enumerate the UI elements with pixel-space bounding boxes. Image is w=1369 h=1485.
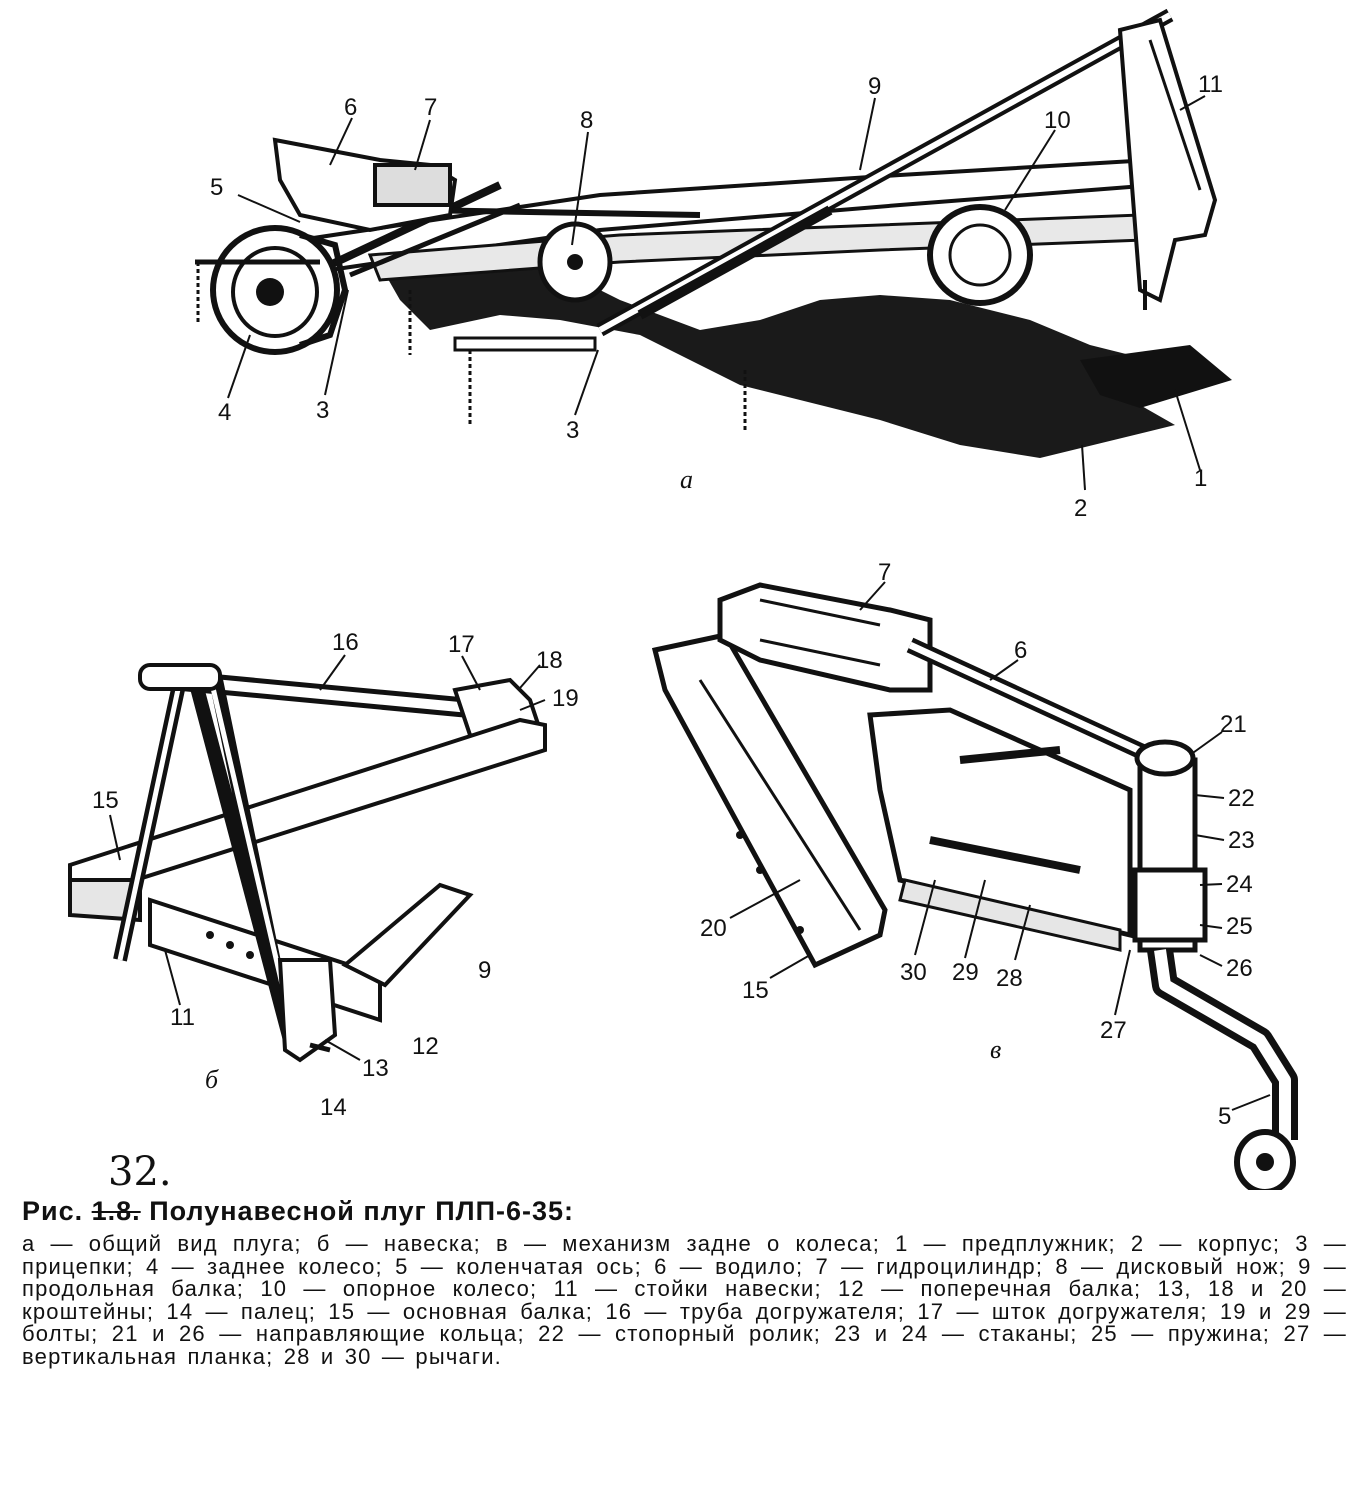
callout-a-10: 10 [1044,107,1071,134]
callout-c-28: 28 [996,965,1023,992]
callout-c-26: 26 [1226,955,1253,982]
callout-a-2: 2 [1074,495,1087,522]
callout-a-7: 7 [424,94,437,121]
callout-a-4: 4 [218,399,231,426]
callout-c-7: 7 [878,559,891,586]
carrier-assembly [272,137,458,233]
callout-b-12: 12 [412,1033,439,1060]
caption-prefix: Рис. [22,1196,84,1226]
callout-a-8: 8 [580,107,593,134]
plow-body-1 [1080,345,1232,408]
callout-a-6: 6 [344,94,357,121]
view-b-letter: б [205,1065,219,1094]
view-c-rear-wheel-mechanism: 7 6 21 22 23 24 25 26 20 15 30 29 28 27 … [651,559,1298,1190]
view-a-general-view: 6 7 8 9 10 11 5 4 3 3 2 1 а [195,8,1232,522]
callout-b-9: 9 [478,957,491,984]
callout-b-18: 18 [536,647,563,674]
plow-figure: 6 7 8 9 10 11 5 4 3 3 2 1 а [68,8,1298,1190]
diagonal-bar [637,205,833,320]
callout-b-11: 11 [170,1004,195,1031]
caption-struck-number: 1.8. [91,1196,141,1226]
callout-a-11: 11 [1198,71,1223,98]
callout-c-27: 27 [1100,1017,1127,1044]
caption-title-line: Рис. 1.8. Полунавесной плуг ПЛП-6-35: [22,1196,1347,1227]
handwritten-number: 32. [108,1149,172,1190]
main-beam-front [68,878,142,923]
callout-c-6: 6 [1014,637,1027,664]
callout-a-3-right: 3 [566,417,579,444]
caption-body: а — общий вид плуга; б — навеска; в — ме… [22,1231,1347,1369]
view-a-letter: а [680,465,693,494]
support-wheel [927,204,1033,306]
callout-a-9: 9 [868,73,881,100]
callout-b-16: 16 [332,629,359,656]
callout-b-19: 19 [552,685,579,712]
callout-a-3-left: 3 [316,397,329,424]
callout-b-15: 15 [92,787,119,814]
callout-c-5: 5 [1218,1103,1231,1130]
callout-c-21: 21 [1220,711,1247,738]
callout-c-20: 20 [700,915,727,942]
callout-c-30: 30 [900,959,927,986]
callout-c-29: 29 [952,959,979,986]
callout-a-1: 1 [1194,465,1207,492]
callout-c-15: 15 [742,977,769,1004]
callout-b-13: 13 [362,1055,389,1082]
plow-bodies-shadow [380,250,1230,458]
hydraulic-cylinder-c [717,582,933,693]
callout-c-25: 25 [1226,913,1253,940]
post-bracket [277,958,338,1063]
hitch-post [1117,17,1218,303]
caption-title: Полунавесной плуг ПЛП-6-35: [149,1196,575,1226]
callout-b-17: 17 [448,631,475,658]
lever-frame [867,707,1133,939]
callout-c-22: 22 [1228,785,1255,812]
callout-c-23: 23 [1228,827,1255,854]
callout-a-5: 5 [210,174,223,201]
rear-wheel [210,225,349,355]
callout-b-14: 14 [320,1094,347,1121]
hydraulic-cylinder [373,163,452,207]
short-beam [341,882,474,988]
view-c-letter: в [990,1035,1001,1064]
callout-c-24: 24 [1226,871,1253,898]
view-b-hitch: 16 17 18 19 15 9 11 12 13 14 б [68,629,579,1121]
figure-caption: Рис. 1.8. Полунавесной плуг ПЛП-6-35: а … [22,1196,1347,1369]
